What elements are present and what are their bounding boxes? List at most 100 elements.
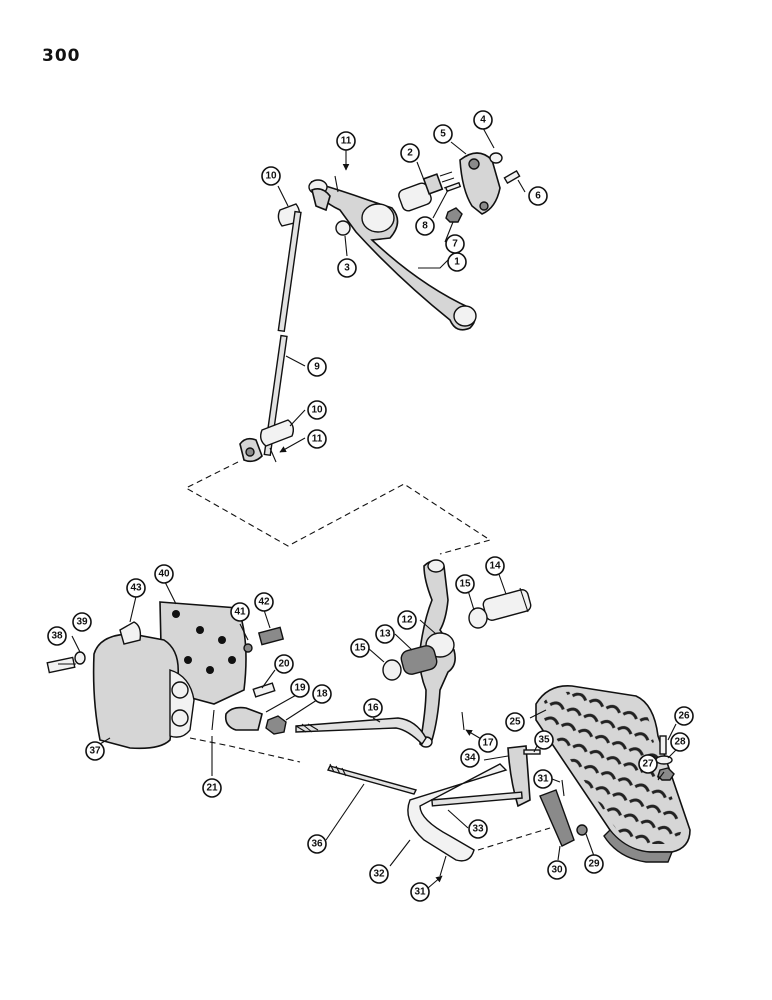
lever-knob: [453, 305, 477, 327]
callout-30: 30: [547, 860, 567, 880]
svg-text:21: 21: [206, 783, 218, 794]
svg-text:31: 31: [537, 774, 549, 785]
callout-39: 39: [72, 612, 92, 632]
cotter-pin-lower: [269, 447, 277, 463]
svg-text:38: 38: [51, 631, 63, 642]
callout-28: 28: [670, 732, 690, 752]
callout-17: 17: [478, 733, 498, 753]
svg-text:32: 32: [373, 869, 385, 880]
svg-text:40: 40: [158, 569, 170, 580]
control-rod-upper: [295, 717, 427, 746]
lock-washer: [74, 651, 86, 665]
pivot-shaft: [482, 589, 532, 621]
callout-1: 1: [447, 252, 467, 272]
svg-text:34: 34: [464, 753, 476, 764]
top-fitting: [119, 621, 142, 645]
svg-text:11: 11: [341, 136, 352, 147]
mounting-bolt: [46, 656, 76, 674]
callout-10-upper: 10: [261, 166, 281, 186]
svg-text:11: 11: [312, 434, 323, 445]
svg-text:4: 4: [480, 115, 486, 126]
callout-38: 38: [47, 626, 67, 646]
svg-text:13: 13: [379, 629, 391, 640]
svg-text:1: 1: [454, 257, 460, 268]
accelerator-pedal: [535, 685, 691, 863]
pedal-bolt: [659, 735, 667, 755]
callout-2: 2: [400, 143, 420, 163]
svg-text:33: 33: [472, 824, 484, 835]
detent-ball: [243, 643, 253, 653]
svg-text:6: 6: [535, 191, 541, 202]
page-number: 300: [42, 46, 81, 66]
small-pin: [444, 181, 462, 193]
svg-text:36: 36: [311, 839, 323, 850]
shaft-pin: [398, 171, 457, 212]
callout-42: 42: [254, 592, 274, 612]
pedal-cross-rod: [431, 791, 523, 807]
valve-body: [92, 633, 180, 750]
callout-11-lower: 11: [307, 429, 327, 449]
callout-19: 19: [290, 678, 310, 698]
retainer-ring-left: [382, 659, 402, 681]
pedal-washer-28: [655, 755, 673, 765]
linkage-path: [184, 461, 492, 555]
svg-text:15: 15: [459, 579, 471, 590]
connecting-rod: [239, 188, 331, 463]
throttle-rod: [326, 765, 418, 795]
svg-text:30: 30: [551, 865, 563, 876]
cam-plate: [459, 152, 501, 215]
jam-nut: [265, 715, 287, 735]
pedal-arm: [407, 763, 508, 862]
svg-text:29: 29: [588, 859, 600, 870]
callout-9: 9: [307, 357, 327, 377]
svg-text:8: 8: [422, 221, 428, 232]
clevis-pin-lower: [259, 419, 295, 447]
callout-12: 12: [397, 610, 417, 630]
callout-34: 34: [460, 748, 480, 768]
cotter-pin-31a: [561, 779, 565, 797]
callout-15-left: 15: [350, 638, 370, 658]
callout-21: 21: [202, 778, 222, 798]
svg-text:2: 2: [407, 148, 413, 159]
washer: [489, 152, 503, 164]
callout-40: 40: [154, 564, 174, 584]
cotter-pin-17: [461, 711, 465, 731]
retainer-ring-right: [468, 607, 488, 629]
svg-text:35: 35: [538, 735, 550, 746]
cotter-pin-21: [211, 709, 215, 731]
snap-ring: [335, 220, 351, 236]
svg-text:31: 31: [414, 887, 426, 898]
callout-4: 4: [473, 110, 493, 130]
pedal-nut: [657, 767, 675, 781]
rod-clevis: [224, 706, 263, 731]
svg-text:14: 14: [489, 561, 501, 572]
callout-6: 6: [528, 186, 548, 206]
callout-11-upper: 11: [336, 131, 356, 151]
callout-16: 16: [363, 698, 383, 718]
svg-text:26: 26: [678, 711, 690, 722]
callout-33: 33: [468, 819, 488, 839]
callout-14: 14: [485, 556, 505, 576]
pedal-washer: [576, 824, 588, 836]
lever-hub: [361, 203, 395, 233]
svg-text:5: 5: [440, 129, 446, 140]
cotter-pin-upper: [334, 175, 339, 193]
svg-text:3: 3: [344, 263, 350, 274]
rod-path-lower: [189, 737, 301, 763]
callout-31-upper: 31: [533, 769, 553, 789]
callout-32: 32: [369, 864, 389, 884]
callout-35: 35: [534, 730, 554, 750]
svg-text:27: 27: [642, 759, 654, 770]
pedal-linkage: [407, 745, 588, 877]
svg-text:42: 42: [258, 597, 270, 608]
callout-37: 37: [85, 741, 105, 761]
bellcrank-assembly: [382, 559, 532, 748]
svg-text:9: 9: [314, 362, 320, 373]
svg-text:17: 17: [482, 738, 494, 749]
pivot-pin-35: [523, 749, 541, 755]
svg-text:10: 10: [265, 171, 277, 182]
return-spring: [539, 789, 575, 847]
callout-7: 7: [445, 234, 465, 254]
callout-43: 43: [126, 578, 146, 598]
